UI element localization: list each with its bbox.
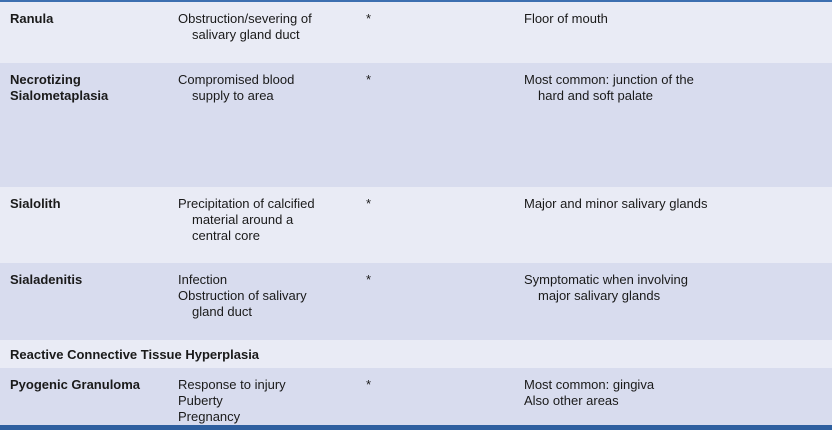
condition-name-line: Ranula: [10, 11, 54, 26]
location-cell: Major and minor salivary glands: [524, 196, 824, 212]
condition-name: Ranula: [10, 11, 170, 27]
cause-line: Obstruction of salivary: [178, 288, 307, 303]
condition-name: Sialolith: [10, 196, 170, 212]
section-header-row: Reactive Connective Tissue Hyperplasia: [0, 340, 832, 368]
condition-name: Pyogenic Granuloma: [10, 377, 170, 393]
condition-name-line: Sialometaplasia: [10, 88, 109, 103]
condition-name-line: Pyogenic Granuloma: [10, 377, 141, 392]
section-title: Reactive Connective Tissue Hyperplasia: [10, 347, 260, 362]
condition-name: Sialadenitis: [10, 272, 170, 288]
condition-name-line: Sialadenitis: [10, 272, 83, 287]
location-line: hard and soft palate: [538, 88, 653, 103]
location-line: major salivary glands: [538, 288, 661, 303]
location-line: Most common: junction of the: [524, 72, 694, 87]
cause-line: Pregnancy: [178, 409, 241, 424]
asterisk-marker: *: [366, 11, 372, 26]
cause-line: Puberty: [178, 393, 223, 408]
location-cell: Floor of mouth: [524, 11, 824, 27]
cause-line: Compromised blood: [178, 72, 295, 87]
cause-line: Precipitation of calcified: [178, 196, 315, 211]
location-line: Most common: gingiva: [524, 377, 655, 392]
cause-line: Obstruction/severing of: [178, 11, 312, 26]
cause-line: salivary gland duct: [192, 27, 300, 42]
location-line: Symptomatic when involving: [524, 272, 689, 287]
location-line: Also other areas: [524, 393, 619, 408]
table-bottom-rule: [0, 425, 832, 430]
cause-line: supply to area: [192, 88, 274, 103]
table-top-rule: [0, 0, 832, 2]
cause-line: material around a: [192, 212, 294, 227]
cause-line: central core: [192, 228, 260, 243]
cause-line: Infection: [178, 272, 228, 287]
asterisk-marker: *: [366, 272, 372, 287]
condition-name-line: Sialolith: [10, 196, 61, 211]
location-line: Major and minor salivary glands: [524, 196, 708, 211]
asterisk-marker: *: [366, 72, 372, 87]
cause-line: Response to injury: [178, 377, 286, 392]
asterisk-marker: *: [366, 377, 372, 392]
asterisk-marker: *: [366, 196, 372, 211]
cause-line: gland duct: [192, 304, 252, 319]
location-line: Floor of mouth: [524, 11, 608, 26]
condition-name-line: Necrotizing: [10, 72, 81, 87]
